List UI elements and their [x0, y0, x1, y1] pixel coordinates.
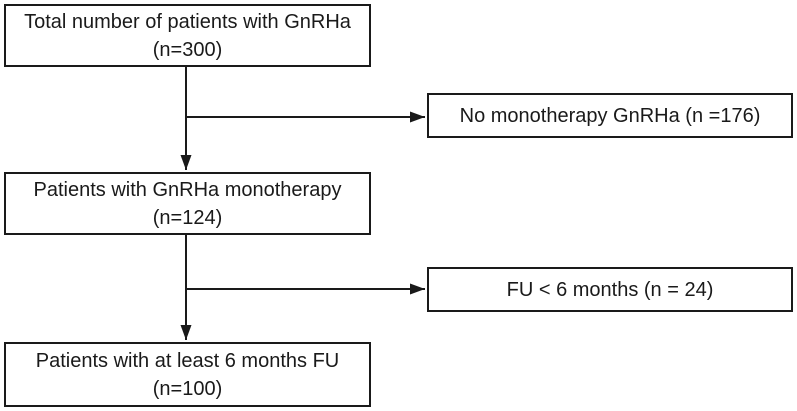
node-excluded-short-followup-line1: FU < 6 months (n = 24)	[506, 278, 714, 301]
node-followup-patients: Patients with at least 6 months FU (n=10…	[4, 342, 371, 407]
node-excluded-short-followup: FU < 6 months (n = 24)	[427, 267, 793, 312]
node-total-patients-line2: (n=300)	[152, 38, 223, 61]
node-total-patients: Total number of patients with GnRHa (n=3…	[4, 4, 371, 67]
node-total-patients-line1: Total number of patients with GnRHa	[24, 10, 351, 33]
node-excluded-no-monotherapy: No monotherapy GnRHa (n =176)	[427, 93, 793, 138]
node-monotherapy-patients-line2: (n=124)	[152, 206, 223, 229]
node-monotherapy-patients: Patients with GnRHa monotherapy (n=124)	[4, 172, 371, 235]
node-followup-patients-line1: Patients with at least 6 months FU	[35, 349, 340, 372]
node-excluded-no-monotherapy-line1: No monotherapy GnRHa (n =176)	[459, 104, 761, 127]
node-monotherapy-patients-line1: Patients with GnRHa monotherapy	[33, 178, 342, 201]
node-followup-patients-line2: (n=100)	[152, 377, 223, 400]
